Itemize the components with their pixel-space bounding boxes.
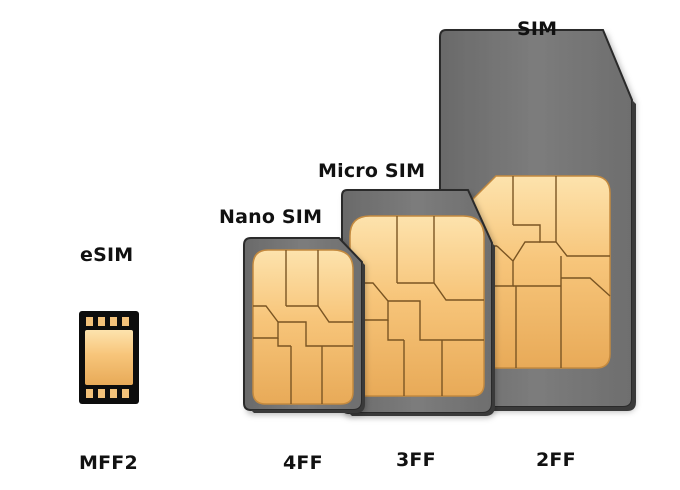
micro-sim-name-label: Micro SIM [318, 160, 426, 182]
sim-card-4ff-contacts [252, 249, 354, 405]
sim-card-3ff-contacts [349, 215, 485, 397]
2ff-label: 2FF [536, 449, 576, 471]
esim-chip [79, 311, 139, 404]
esim-name-label: eSIM [80, 244, 134, 266]
mff2-label: MFF2 [79, 452, 138, 474]
3ff-label: 3FF [396, 449, 436, 471]
nano-sim-name-label: Nano SIM [219, 206, 323, 228]
sim-card-4ff [243, 237, 365, 413]
sim-name-label: SIM [517, 18, 558, 40]
4ff-label: 4FF [283, 452, 323, 474]
esim-die [85, 330, 133, 385]
esim-pads [86, 317, 129, 398]
